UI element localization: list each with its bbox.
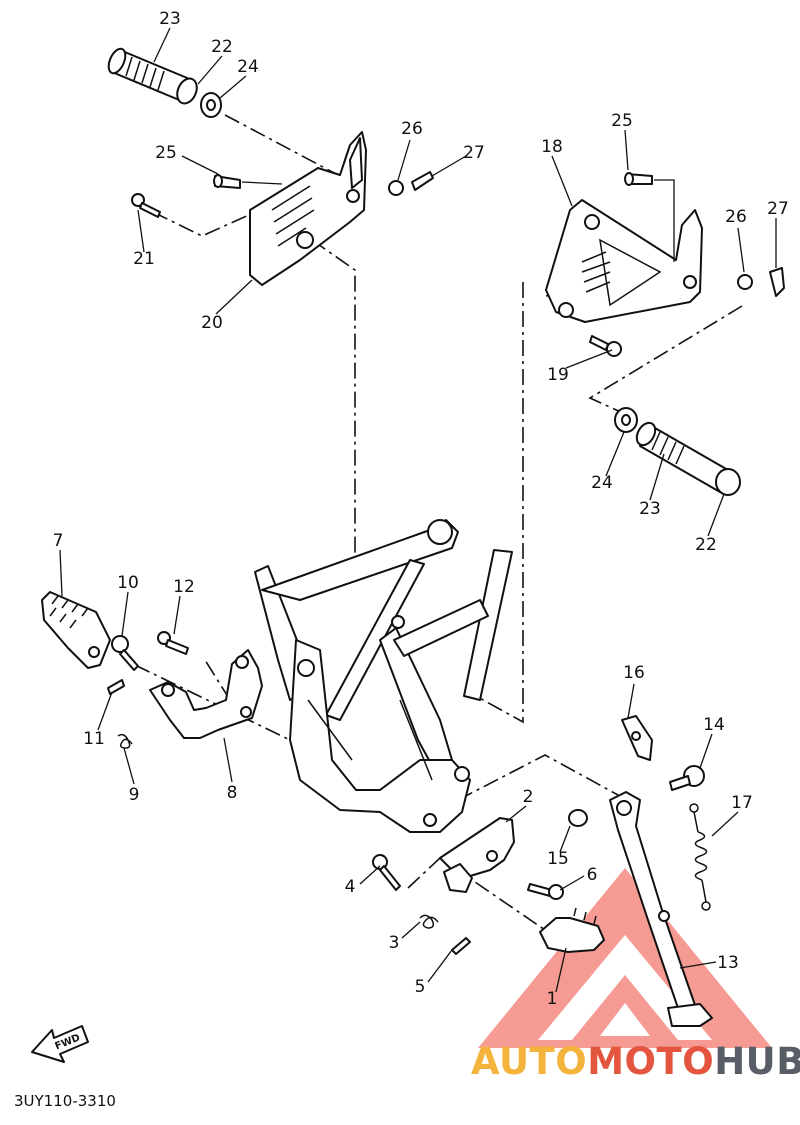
bracket-8 <box>149 649 263 739</box>
callout-11: 11 <box>83 729 105 749</box>
callout-22-right: 22 <box>695 535 717 555</box>
spring-17 <box>689 803 711 911</box>
callout-21: 21 <box>133 249 155 269</box>
footrest-1 <box>539 907 605 953</box>
callout-14: 14 <box>703 715 725 735</box>
callout-8: 8 <box>227 783 238 803</box>
pin-10 <box>111 635 139 671</box>
callout-22-left: 22 <box>211 37 233 57</box>
bracket-18-right <box>545 199 703 323</box>
frame-body <box>254 519 513 833</box>
diagram-code: 3UY110-3310 <box>14 1092 116 1110</box>
callout-labels: 23 22 24 26 27 25 21 20 18 25 26 27 19 2… <box>53 9 789 1009</box>
callout-25-right: 25 <box>611 111 633 131</box>
cotter-11 <box>107 679 125 695</box>
callout-5: 5 <box>415 977 426 997</box>
cotter-27-right <box>769 267 785 297</box>
callout-24-left: 24 <box>237 57 259 77</box>
washer-24-left <box>200 92 222 118</box>
callout-3: 3 <box>389 933 400 953</box>
bracket-20-left <box>249 131 367 286</box>
callout-26-right: 26 <box>725 207 747 227</box>
cotter-27-left <box>411 171 434 191</box>
pin-25-right <box>624 172 653 186</box>
callout-27-right: 27 <box>767 199 789 219</box>
fwd-arrow-icon: FWD <box>31 1025 89 1063</box>
spring-3 <box>419 914 439 929</box>
pin-23-right <box>635 421 741 496</box>
collar-15 <box>568 809 588 827</box>
callout-24-right: 24 <box>591 473 613 493</box>
callout-15: 15 <box>547 849 569 869</box>
bolt-6 <box>527 883 564 900</box>
washer-26-left <box>388 180 404 196</box>
watermark-auto: AUTO <box>471 1040 587 1083</box>
callout-26-left: 26 <box>401 119 423 139</box>
watermark-hub: HUB <box>714 1040 800 1083</box>
footrest-7 <box>41 591 111 669</box>
sidestand-13 <box>609 791 713 1027</box>
bolt-19 <box>589 335 622 357</box>
callout-18: 18 <box>541 137 563 157</box>
washer-24-right <box>614 407 638 433</box>
svg-text:AUTOMOTOHUB: AUTOMOTOHUB <box>471 1040 800 1083</box>
washer-26-right <box>737 274 753 290</box>
spring-9 <box>117 733 133 749</box>
pivot-block-2 <box>443 863 473 893</box>
bracket-2 <box>439 817 515 877</box>
callout-27-left: 27 <box>463 143 485 163</box>
bolt-14 <box>669 765 705 791</box>
watermark-moto: MOTO <box>587 1040 714 1083</box>
pin-23-left <box>107 47 198 105</box>
callout-20: 20 <box>201 313 223 333</box>
plate-16 <box>621 715 653 761</box>
callout-6: 6 <box>587 865 598 885</box>
bolt-21 <box>131 193 161 218</box>
callout-1: 1 <box>547 989 558 1009</box>
callout-25-left: 25 <box>155 143 177 163</box>
callout-4: 4 <box>345 877 356 897</box>
callout-23-right: 23 <box>639 499 661 519</box>
cotter-5 <box>451 937 471 955</box>
bolt-12 <box>157 631 189 655</box>
callout-19: 19 <box>547 365 569 385</box>
leader-lines <box>59 27 777 993</box>
watermark-logo: AUTOMOTOHUB <box>471 1040 800 1083</box>
callout-9: 9 <box>129 785 140 805</box>
pin-25-left <box>213 174 241 189</box>
callout-7: 7 <box>53 531 64 551</box>
callout-2: 2 <box>523 787 534 807</box>
callout-16: 16 <box>623 663 645 683</box>
callout-13: 13 <box>717 953 739 973</box>
callout-17: 17 <box>731 793 753 813</box>
callout-12: 12 <box>173 577 195 597</box>
pin-4 <box>372 854 401 891</box>
assembly-guide-lines <box>134 114 743 931</box>
callout-23-left: 23 <box>159 9 181 29</box>
callout-10: 10 <box>117 573 139 593</box>
